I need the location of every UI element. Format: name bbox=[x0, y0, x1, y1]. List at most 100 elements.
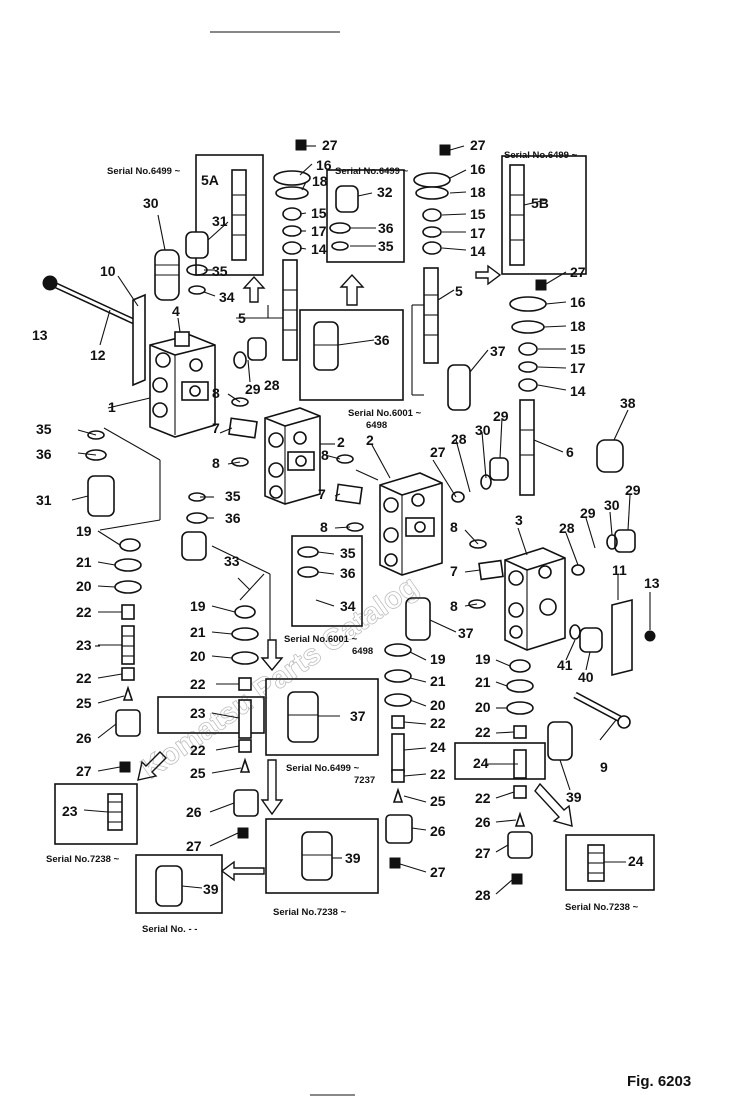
plug-32 bbox=[154, 249, 180, 301]
leader-lines bbox=[71, 145, 651, 895]
arrow-down-left bbox=[260, 759, 284, 816]
spring-24-right bbox=[587, 844, 605, 882]
label-36-a: 35 bbox=[212, 263, 228, 279]
stack-mid-right bbox=[384, 643, 413, 869]
serial-labels: Serial No.6499 ~ Serial No.6499 ~ Serial… bbox=[46, 150, 639, 935]
valve-41 bbox=[155, 865, 183, 907]
label-36-e: 36 bbox=[340, 565, 356, 581]
label-27-c: 27 bbox=[570, 264, 586, 280]
part-labels: 27 16 18 15 17 14 32 36 35 27 16 18 15 1… bbox=[32, 137, 660, 903]
label-33: 31 bbox=[36, 492, 52, 508]
plug-42 bbox=[579, 627, 603, 653]
label-8-d: 8 bbox=[320, 519, 328, 535]
serial-note-mid-end: 6498 bbox=[352, 646, 373, 657]
valve-38 bbox=[405, 597, 431, 641]
spring-24-left bbox=[107, 793, 123, 831]
label-25-a: 25 bbox=[76, 695, 92, 711]
serial-box-24-right bbox=[565, 834, 655, 891]
label-12: 12 bbox=[90, 347, 106, 363]
o-rings-misc bbox=[85, 222, 618, 640]
serial-note-37-upper: Serial No.6001 ~ bbox=[348, 408, 422, 419]
spool-5b bbox=[509, 164, 525, 266]
label-22-a: 22 bbox=[76, 604, 92, 620]
label-13-b: 13 bbox=[644, 575, 660, 591]
serial-note-41: Serial No. - - bbox=[142, 924, 197, 935]
label-2-a: 2 bbox=[337, 434, 345, 450]
label-38: 37 bbox=[458, 625, 474, 641]
label-21-c: 21 bbox=[430, 673, 446, 689]
label-29-b: 29 bbox=[580, 505, 596, 521]
flange-16-mid bbox=[413, 172, 451, 188]
valve-body-3 bbox=[504, 547, 566, 651]
tie-rod-12 bbox=[42, 275, 137, 325]
valve-body-1 bbox=[149, 331, 216, 438]
arrow-down-right bbox=[534, 782, 573, 827]
serial-box-5b bbox=[501, 155, 587, 275]
serial-box-40 bbox=[265, 818, 379, 894]
label-15-c: 15 bbox=[570, 341, 586, 357]
plug-30-right bbox=[614, 529, 636, 553]
serial-note-24-left: Serial No.7238 ~ bbox=[46, 854, 120, 865]
label-7-b: 7 bbox=[318, 486, 326, 502]
label-30-a: 28 bbox=[264, 377, 280, 393]
label-39-a: 38 bbox=[620, 395, 636, 411]
valve-body-2b bbox=[379, 472, 443, 576]
label-18-c: 18 bbox=[570, 318, 586, 334]
ring-17-right bbox=[518, 361, 538, 373]
label-34-b: 32 bbox=[377, 184, 393, 200]
ring-17-mid bbox=[422, 226, 442, 238]
label-20-b: 20 bbox=[190, 648, 206, 664]
ring-14-right bbox=[518, 378, 538, 392]
bracket-10 bbox=[132, 293, 146, 387]
label-16-b: 16 bbox=[470, 161, 486, 177]
label-5b: 5B bbox=[531, 195, 549, 211]
label-24-c: 24 bbox=[430, 739, 446, 755]
serial-box-23-left bbox=[157, 696, 265, 734]
label-31-c: 30 bbox=[604, 497, 620, 513]
label-31-a: 29 bbox=[245, 381, 261, 397]
serial-box-25-36 bbox=[291, 535, 363, 627]
serial-note-24-right: Serial No.7238 ~ bbox=[565, 902, 639, 913]
label-37-c: 37 bbox=[350, 708, 366, 724]
label-21-b: 21 bbox=[190, 624, 206, 640]
spool-5a bbox=[231, 169, 247, 261]
label-17-a: 17 bbox=[311, 223, 327, 239]
ring-14-mid bbox=[422, 241, 442, 255]
nut-13-right bbox=[644, 630, 656, 642]
serial-note-37-upper-end: 6498 bbox=[366, 420, 387, 431]
label-22-c: 22 bbox=[430, 715, 446, 731]
label-35-e: 35 bbox=[340, 545, 356, 561]
watermark: Komatsu Parts Catalog bbox=[135, 569, 424, 785]
label-18-a: 18 bbox=[312, 173, 328, 189]
label-35-a: 34 bbox=[219, 289, 235, 305]
label-26-c: 26 bbox=[430, 823, 446, 839]
serial-box-24-left bbox=[54, 783, 138, 845]
label-23-b: 23 bbox=[190, 705, 206, 721]
flange-18-right bbox=[511, 320, 545, 334]
ring-14-left bbox=[282, 241, 302, 255]
label-34-a: 31 bbox=[212, 213, 228, 229]
label-42: 40 bbox=[578, 669, 594, 685]
plug-34-mid bbox=[181, 531, 207, 561]
label-2-b: 2 bbox=[366, 432, 374, 448]
valve-40 bbox=[301, 831, 333, 881]
arrow-down-mid bbox=[260, 639, 284, 672]
label-36-d: 36 bbox=[225, 510, 241, 526]
relief-valve-37-lower bbox=[287, 691, 319, 743]
spool-5-left bbox=[282, 259, 298, 361]
label-8-a: 8 bbox=[212, 385, 220, 401]
arrow-up-left bbox=[242, 275, 266, 303]
label-27-f: 27 bbox=[76, 763, 92, 779]
label-10: 10 bbox=[100, 263, 116, 279]
label-16-a: 16 bbox=[316, 157, 332, 173]
serial-note-37-lower: Serial No.6499 ~ bbox=[286, 763, 360, 774]
label-23-d: 24 bbox=[473, 755, 489, 771]
serial-note-mid: Serial No.6001 ~ bbox=[284, 634, 358, 645]
label-35-d: 35 bbox=[225, 488, 241, 504]
label-19-b: 19 bbox=[190, 598, 206, 614]
label-36-c: 36 bbox=[36, 446, 52, 462]
label-14-c: 14 bbox=[570, 383, 586, 399]
label-22-b: 22 bbox=[76, 670, 92, 686]
seal-15-right bbox=[518, 342, 538, 356]
label-20-d: 20 bbox=[475, 699, 491, 715]
